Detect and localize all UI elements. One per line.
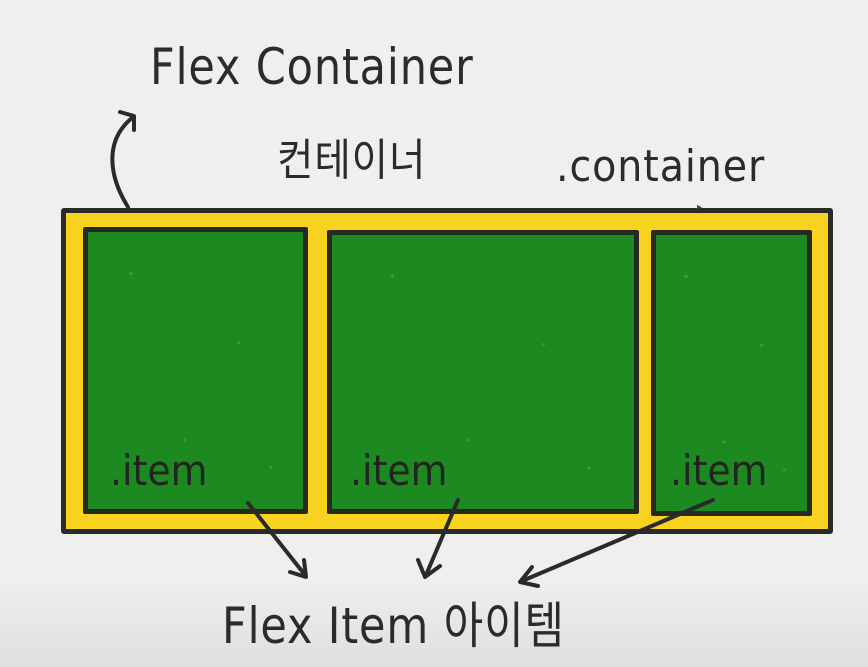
item-1-arrow [246,501,307,577]
item-3-label: .item [670,446,768,495]
flex-container-korean-title: 컨테이너 [277,135,427,186]
item-3-arrowhead [518,565,540,588]
item-2-label: .item [350,446,448,495]
container-pointer-arrow [110,116,134,209]
flex-container-title: Flex Container [150,38,474,96]
item-2-arrow [424,498,460,577]
item-3-arrow [520,498,715,583]
item-1-arrowhead [288,558,308,579]
flex-item-1 [83,227,308,514]
container-class-label: .container [556,141,766,192]
item-1-label: .item [110,446,208,495]
mouse-cursor-icon: ▸ [697,202,703,213]
bottom-shadow [0,577,868,667]
flex-item-footer-label: Flex Item 아이템 [222,597,565,655]
flex-item-2 [327,230,639,514]
flex-item-3 [651,230,812,516]
item-2-arrowhead [416,558,442,579]
container-pointer-arrowhead [118,110,136,132]
